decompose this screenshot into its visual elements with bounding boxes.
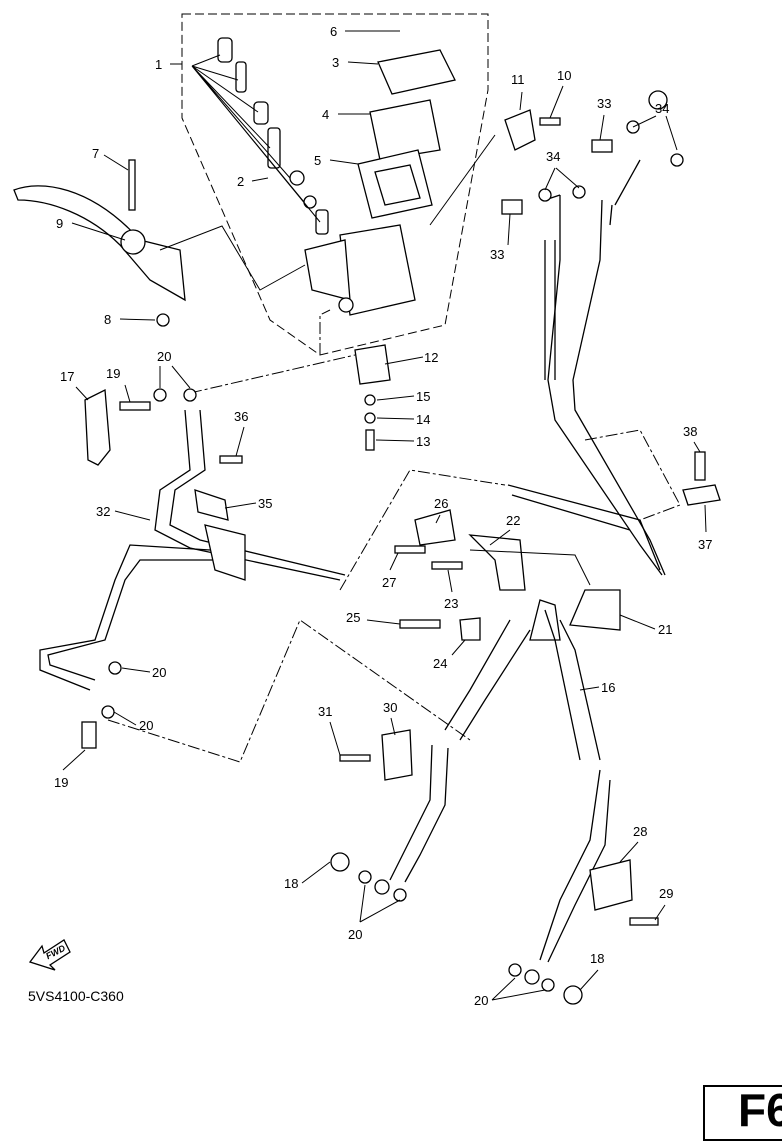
callout-30: 30 [383,700,397,715]
callout-labels: 1 6 3 4 5 2 7 9 8 11 10 33 34 34 33 12 1… [54,24,712,1008]
callout-4: 4 [322,107,329,122]
holder [504,109,536,151]
callout-28: 28 [633,824,647,839]
callout-24: 24 [433,656,447,671]
callout-8: 8 [104,312,111,327]
bracket-26 [414,509,456,546]
callout-6: 6 [330,24,337,39]
callout-17: 17 [60,369,74,384]
callout-33b: 33 [490,247,504,262]
callout-20f: 20 [474,993,488,1008]
callout-27: 27 [382,575,396,590]
callout-26: 26 [434,496,448,511]
master-cylinder [304,224,416,316]
junction-block [204,524,246,581]
callout-33: 33 [597,96,611,111]
page-box [703,1085,782,1141]
callout-1: 1 [155,57,162,72]
callout-15: 15 [416,389,430,404]
clamp-28 [589,859,633,911]
callout-31: 31 [318,704,332,719]
brake-lever [13,185,186,302]
callout-9: 9 [56,216,63,231]
callout-3: 3 [332,55,339,70]
lever-nut [156,313,170,327]
callout-14: 14 [416,412,430,427]
bracket-22 [468,534,526,591]
reservoir-cap [357,49,456,219]
brake-hose-16 [444,599,601,761]
callout-34b: 34 [546,149,560,164]
brake-hose-left [154,409,346,581]
callout-19b: 19 [54,775,68,790]
callout-20: 20 [157,349,171,364]
callout-19: 19 [106,366,120,381]
lever-bolt [128,159,136,211]
callout-13: 13 [416,434,430,449]
callout-21: 21 [658,622,672,637]
callout-2: 2 [237,174,244,189]
brake-switch [354,344,391,385]
bracket-21 [569,589,621,631]
callout-36: 36 [234,409,248,424]
page-label: F6 [738,1084,782,1136]
callout-22: 22 [506,513,520,528]
callout-16: 16 [601,680,615,695]
diagram-code: 5VS4100-C360 [28,988,124,1004]
callout-11: 11 [511,72,525,87]
callout-7: 7 [92,146,99,161]
callout-20c: 20 [152,665,166,680]
callout-12: 12 [424,350,438,365]
callout-34: 34 [655,101,669,116]
callout-10: 10 [557,68,571,83]
callout-35: 35 [258,496,272,511]
callout-29: 29 [659,886,673,901]
hose-cap [84,388,111,466]
callout-23: 23 [444,596,458,611]
callout-18: 18 [284,876,298,891]
brake-hose-right [547,159,666,576]
fwd-arrow-icon: FWD [28,939,71,971]
callout-20e: 20 [348,927,362,942]
piston-kit [191,37,329,235]
callout-18b: 18 [590,951,604,966]
clamp-30 [381,729,413,781]
callout-37: 37 [698,537,712,552]
callout-5: 5 [314,153,321,168]
assembly-outline [181,13,489,356]
callout-38: 38 [683,424,697,439]
callout-32: 32 [96,504,110,519]
callout-25: 25 [346,610,360,625]
callout-20d: 20 [139,718,153,733]
